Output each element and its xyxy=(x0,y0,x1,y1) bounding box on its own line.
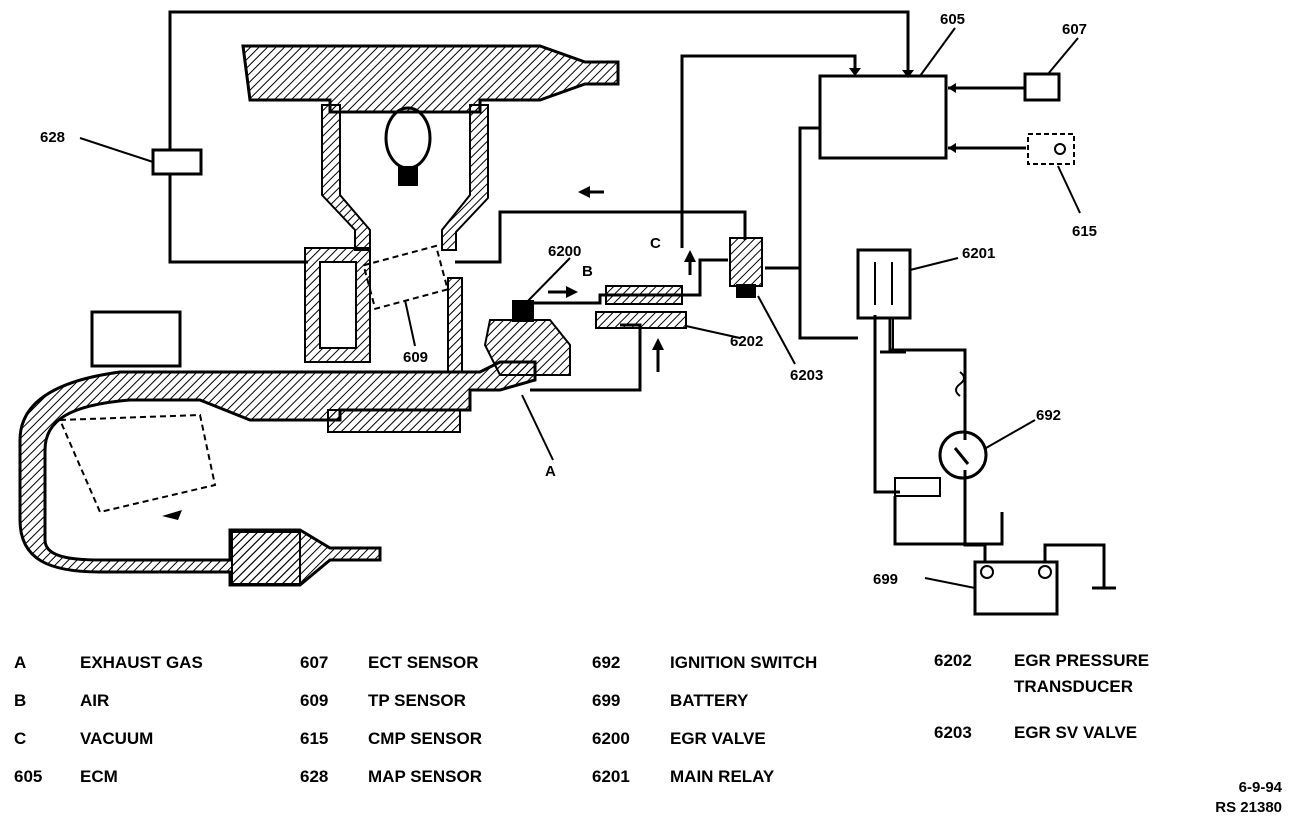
callout-699: 699 xyxy=(873,571,898,588)
legend-code: 605 xyxy=(14,767,43,786)
legend-desc: EGR SV VALVE xyxy=(1014,723,1138,742)
wire-top-loop xyxy=(168,10,910,150)
cylinder-head xyxy=(90,310,182,368)
throttle-body-left xyxy=(321,104,371,251)
egr-valve-body xyxy=(483,319,571,376)
legend-desc: CMP SENSOR xyxy=(368,729,482,748)
legend-desc: MAP SENSOR xyxy=(368,767,482,786)
legend-desc: ECT SENSOR xyxy=(368,653,479,672)
egr-pressure-transducer-lower xyxy=(595,311,687,329)
egr-system-diagram: 605 607 628 615 6200 C B 6201 609 6202 6… xyxy=(18,10,1116,616)
throttle-body-right xyxy=(441,104,489,251)
legend-code: A xyxy=(14,653,27,672)
egr-valve-stem xyxy=(512,300,534,322)
catalytic-converter xyxy=(231,531,301,585)
legend-code: 6203 xyxy=(934,723,972,742)
combustion-chamber xyxy=(58,413,217,514)
cmp-sensor-box xyxy=(1027,133,1075,165)
arrow-ecm-1 xyxy=(902,70,914,78)
legend-code: 6202 xyxy=(934,651,972,670)
callout-c: C xyxy=(650,235,661,252)
legend-desc: AIR xyxy=(80,691,110,710)
callout-692: 692 xyxy=(1036,407,1061,424)
callout-6203: 6203 xyxy=(790,367,823,384)
footer-ref: RS 21380 xyxy=(1215,799,1282,816)
wire-relay-left xyxy=(873,315,900,494)
callout-615: 615 xyxy=(1072,223,1097,240)
legend-desc: TP SENSOR xyxy=(368,691,466,710)
main-relay-box xyxy=(856,248,912,320)
legend-code: 607 xyxy=(300,653,329,672)
legend-desc: BATTERY xyxy=(670,691,749,710)
legend-desc: EGR PRESSURE TRANSDUCER xyxy=(1014,651,1150,696)
battery-box xyxy=(973,560,1059,616)
legend-desc: MAIN RELAY xyxy=(670,767,775,786)
legend-code: 628 xyxy=(300,767,329,786)
legend-code: 615 xyxy=(300,729,329,748)
arrow-ecm-2 xyxy=(849,68,861,76)
exhaust-flow-arrow xyxy=(162,510,182,520)
legend-desc: EXHAUST GAS xyxy=(80,653,203,672)
legend-code: 6201 xyxy=(592,767,630,786)
fuel-injector xyxy=(384,106,432,170)
wire-ecm-to-egr-sv xyxy=(765,126,820,270)
callout-607: 607 xyxy=(1062,21,1087,38)
ect-sensor-box xyxy=(1023,72,1061,102)
battery-negative xyxy=(1038,565,1052,579)
fuse-box xyxy=(894,477,941,497)
callout-605: 605 xyxy=(940,11,965,28)
fuse-link xyxy=(955,371,965,397)
cmp-sensor-dot xyxy=(1054,143,1066,155)
arrow-flow-upper xyxy=(578,186,590,198)
callout-628: 628 xyxy=(40,129,65,146)
map-sensor-box xyxy=(151,148,203,176)
callout-6200: 6200 xyxy=(548,243,581,260)
legend-desc: EGR VALVE xyxy=(670,729,766,748)
wire-628-to-manifold xyxy=(168,175,308,264)
footer-reference: 6-9-94 RS 21380 xyxy=(1215,778,1282,818)
battery-positive xyxy=(980,565,994,579)
legend-desc: VACUUM xyxy=(80,729,154,748)
legend-desc: IGNITION SWITCH xyxy=(670,653,818,672)
wire-fuse-box xyxy=(893,496,1004,546)
callout-b: B xyxy=(582,263,593,280)
arrow-607 xyxy=(948,83,956,93)
injector-tip xyxy=(398,166,418,186)
wire-ecm-to-6203 xyxy=(680,54,857,248)
callout-609: 609 xyxy=(403,349,428,366)
ecm-box xyxy=(818,74,948,160)
tp-sensor-dashed xyxy=(362,244,449,311)
air-intake-duct xyxy=(241,44,620,114)
callout-6201: 6201 xyxy=(962,245,995,262)
legend-code: 692 xyxy=(592,653,621,672)
arrow-air-b xyxy=(566,286,578,298)
arrow-vacuum-c xyxy=(684,250,696,262)
egr-muffler xyxy=(327,409,461,433)
wire-battery-ground xyxy=(1043,543,1106,588)
ignition-switch-circle xyxy=(938,430,988,480)
legend-code: C xyxy=(14,729,27,748)
vacuum-hose-upper xyxy=(455,210,747,264)
legend-code: 609 xyxy=(300,691,329,710)
wire-switch-to-battery xyxy=(963,470,987,562)
egr-sv-valve xyxy=(729,237,763,287)
legend-code: 699 xyxy=(592,691,621,710)
plenum-inner xyxy=(319,261,357,349)
wire-relay-to-switch xyxy=(888,318,967,440)
egr-pressure-transducer xyxy=(605,285,683,305)
legend: A EXHAUST GAS B AIR C VACUUM 605 ECM 607… xyxy=(0,640,1296,824)
arrow-615 xyxy=(948,143,956,153)
wire-ecm-to-relay xyxy=(798,268,858,340)
arrow-up-right xyxy=(652,338,664,350)
footer-date: 6-9-94 xyxy=(1238,779,1282,796)
legend-code: 6200 xyxy=(592,729,630,748)
callout-a: A xyxy=(545,463,556,480)
legend-code: B xyxy=(14,691,27,710)
callout-6202: 6202 xyxy=(730,333,763,350)
plenum-right xyxy=(447,277,463,373)
egr-sv-valve-base xyxy=(736,284,756,298)
legend-desc: ECM xyxy=(80,767,118,786)
